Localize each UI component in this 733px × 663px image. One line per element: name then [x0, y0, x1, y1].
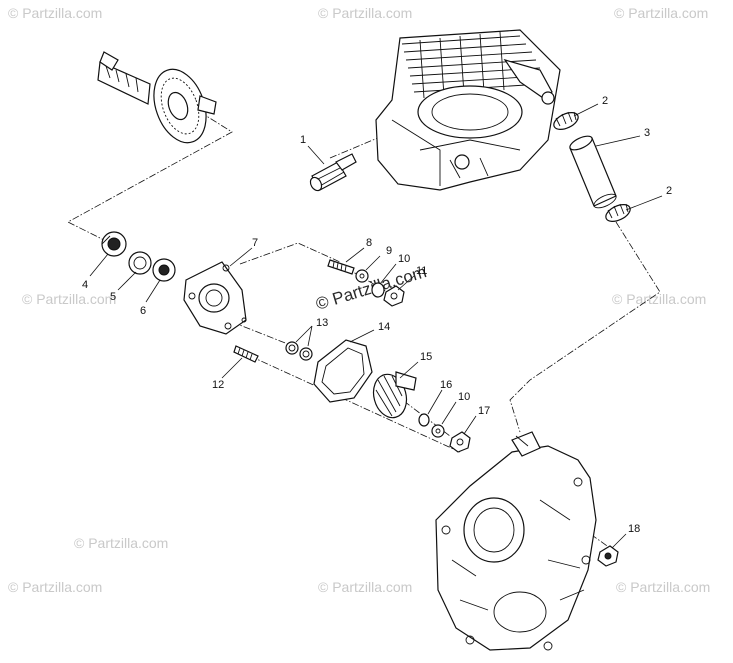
watermark-center-text: © Partzilla.com: [314, 262, 429, 314]
callout-12: 12: [212, 379, 224, 391]
camshaft-gear: [97, 51, 217, 144]
callout-2-lower: 2: [666, 185, 672, 197]
washer-10-lower: [431, 424, 445, 438]
washer-9: [355, 269, 369, 283]
callout-14: 14: [378, 321, 390, 333]
callout-2-upper: 2: [602, 95, 608, 107]
hose-clamp-lower: [605, 203, 631, 222]
watermark-text: © Partzilla.com: [22, 291, 116, 307]
watermark-text: © Partzilla.com: [74, 535, 168, 551]
watermark-text: © Partzilla.com: [318, 5, 412, 21]
watermark-text: © Partzilla.com: [318, 579, 412, 595]
hose-clamp-upper: [553, 111, 579, 130]
watermark-text: © Partzilla.com: [8, 5, 102, 21]
water-pump-impeller: [372, 371, 417, 419]
pump-gasket: [313, 339, 373, 403]
washer-16: [418, 413, 430, 427]
callout-3: 3: [644, 127, 650, 139]
callout-1: 1: [300, 134, 306, 146]
stud-8: [327, 259, 355, 275]
water-pump-cover: [183, 261, 247, 335]
callout-10-lower: 10: [458, 391, 470, 403]
watermark-text: © Partzilla.com: [616, 579, 710, 595]
spark-plug: [309, 153, 357, 192]
nut-18: [597, 545, 619, 567]
callout-4: 4: [82, 279, 88, 291]
callout-18: 18: [628, 523, 640, 535]
callout-13: 13: [316, 317, 328, 329]
seal-13-b: [299, 347, 313, 361]
watermark-text: © Partzilla.com: [8, 579, 102, 595]
bearing-4: [101, 231, 127, 257]
callout-17: 17: [478, 405, 490, 417]
callout-8: 8: [366, 237, 372, 249]
crankcase: [435, 431, 597, 651]
nut-17: [449, 431, 471, 453]
callout-9: 9: [386, 245, 392, 257]
callout-labels: 1 2 2 3 4 5 6 7 8 9 10 11 12 13 14 15 16…: [82, 95, 672, 535]
engine-cylinder: [375, 29, 561, 191]
watermark-text: © Partzilla.com: [612, 291, 706, 307]
callout-6: 6: [140, 305, 146, 317]
callout-11: 11: [416, 265, 427, 277]
callout-5: 5: [110, 291, 116, 303]
stud-12: [233, 345, 259, 363]
seal-5: [128, 251, 152, 275]
callout-7: 7: [252, 237, 258, 249]
callout-16: 16: [440, 379, 452, 391]
callout-15: 15: [420, 351, 432, 363]
washer-10-upper: [371, 282, 385, 298]
callout-10-upper: 10: [398, 253, 410, 265]
leader-lines: [89, 103, 663, 549]
coolant-hose: [569, 135, 617, 209]
seal-13-a: [285, 341, 299, 355]
bearing-6: [152, 258, 176, 282]
nut-11: [383, 285, 405, 307]
watermark-text: © Partzilla.com: [614, 5, 708, 21]
